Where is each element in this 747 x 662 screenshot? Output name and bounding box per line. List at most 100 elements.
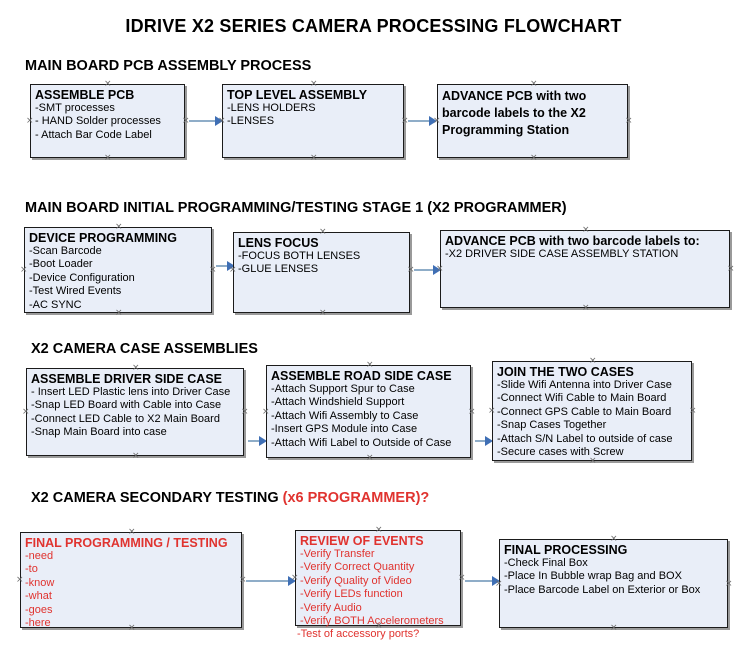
resize-handle-right[interactable] xyxy=(727,266,734,273)
resize-handle-left[interactable] xyxy=(22,409,29,416)
resize-handle-right[interactable] xyxy=(401,118,408,125)
arrow-icon xyxy=(429,116,437,126)
arrow-icon xyxy=(492,576,500,586)
box-review-of-events[interactable]: REVIEW OF EVENTS -Verify Transfer -Verif… xyxy=(295,527,461,640)
box-line: -X2 DRIVER SIDE CASE ASSEMBLY STATION xyxy=(445,248,679,260)
resize-handle-bottom[interactable] xyxy=(582,305,589,312)
section-heading-text: MAIN BOARD PCB ASSEMBLY PROCESS xyxy=(25,58,312,74)
resize-handle-right[interactable] xyxy=(182,118,189,125)
resize-handle-right[interactable] xyxy=(241,409,248,416)
box-line: -Verify Transfer xyxy=(300,548,375,560)
box-line: -Attach Wifi Assembly to Case xyxy=(271,409,419,422)
box-title: TOP LEVEL ASSEMBLY xyxy=(227,88,368,102)
resize-handle-top[interactable] xyxy=(132,365,139,372)
resize-handle-bottom[interactable] xyxy=(366,455,373,462)
box-line: -Scan Barcode xyxy=(29,245,102,257)
connector-final-programming-to-review-of-events xyxy=(246,580,291,582)
connector-road-case-to-join-cases xyxy=(475,440,489,442)
box-assemble-pcb[interactable]: ASSEMBLE PCB -SMT processes - HAND Solde… xyxy=(30,84,185,158)
resize-handle-top[interactable] xyxy=(366,362,373,369)
box-title: LENS FOCUS xyxy=(238,236,319,250)
box-title: FINAL PROCESSING xyxy=(504,543,628,557)
box-line: -Place In Bubble wrap Bag and BOX xyxy=(504,570,682,583)
page-title: IDRIVE X2 SERIES CAMERA PROCESSING FLOWC… xyxy=(125,16,622,36)
box-line: -LENS HOLDERS xyxy=(227,102,316,114)
box-line: -FOCUS BOTH LENSES xyxy=(238,250,361,262)
box-line: -Insert GPS Module into Case xyxy=(271,423,418,436)
box-line: -Connect Wifi Cable to Main Board xyxy=(497,392,667,405)
resize-handle-top[interactable] xyxy=(319,229,326,236)
box-assemble-driver-side-case[interactable]: ASSEMBLE DRIVER SIDE CASE - Insert LED P… xyxy=(26,368,244,456)
box-final-programming-testing[interactable]: FINAL PROGRAMMING / TESTING -need -to -k… xyxy=(20,529,242,629)
connector-driver-case-to-road-case xyxy=(248,440,263,442)
resize-handle-top[interactable] xyxy=(115,224,122,231)
resize-handle-right[interactable] xyxy=(725,581,732,588)
resize-handle-bottom[interactable] xyxy=(132,453,139,460)
box-line: -Snap Main Board into case xyxy=(31,426,167,439)
resize-handle-bottom[interactable] xyxy=(319,310,326,317)
box-title: ADVANCE PCB with two barcode labels to t… xyxy=(442,89,587,137)
box-line: -Verify BOTH Accelerometers xyxy=(300,615,444,628)
section-heading-main-board-initial-programming: MAIN BOARD INITIAL PROGRAMMING/TESTING S… xyxy=(25,200,567,216)
box-title: ASSEMBLE ROAD SIDE CASE xyxy=(271,369,452,383)
box-join-the-two-cases[interactable]: JOIN THE TWO CASES -Slide Wifi Antenna i… xyxy=(492,361,692,461)
box-advance-pcb-to-x2-programming-station[interactable]: ADVANCE PCB with two barcode labels to t… xyxy=(437,84,628,158)
box-line: -need xyxy=(25,550,54,562)
resize-handle-top[interactable] xyxy=(530,81,537,88)
resize-handle-bottom[interactable] xyxy=(104,155,111,162)
resize-handle-left[interactable] xyxy=(262,409,269,416)
resize-handle-right[interactable] xyxy=(468,409,475,416)
connector-lens-focus-to-advance-pcb xyxy=(414,269,435,271)
box-title: ASSEMBLE DRIVER SIDE CASE xyxy=(31,372,223,386)
box-line: -Verify Quality of Video xyxy=(300,574,412,587)
connector-review-of-events-to-final-processing xyxy=(465,580,495,582)
resize-handle-right[interactable] xyxy=(239,577,246,584)
resize-handle-bottom[interactable] xyxy=(310,155,317,162)
connector-assemble-pcb-to-top-level xyxy=(189,120,217,122)
arrow-icon xyxy=(433,265,441,275)
box-lens-focus[interactable]: LENS FOCUS -FOCUS BOTH LENSES -GLUE LENS… xyxy=(233,232,410,313)
connector-device-programming-to-lens-focus xyxy=(216,265,230,267)
resize-handle-bottom[interactable] xyxy=(530,155,537,162)
box-final-processing[interactable]: FINAL PROCESSING -Check Final Box -Place… xyxy=(499,539,728,628)
box-line: -Verify Audio xyxy=(300,601,362,614)
box-title: FINAL PROGRAMMING / TESTING xyxy=(25,536,228,550)
section-heading-text: X2 CAMERA CASE ASSEMBLIES xyxy=(31,341,258,357)
box-line: - Attach Bar Code Label xyxy=(35,128,152,141)
box-top-level-assembly[interactable]: TOP LEVEL ASSEMBLY -LENS HOLDERS -LENSES xyxy=(222,84,404,158)
resize-handle-right[interactable] xyxy=(209,267,216,274)
resize-handle-left[interactable] xyxy=(20,267,27,274)
resize-handle-right[interactable] xyxy=(458,575,465,582)
box-line: -Boot Loader xyxy=(29,258,93,271)
resize-handle-right[interactable] xyxy=(407,267,414,274)
resize-handle-left[interactable] xyxy=(16,577,23,584)
box-advance-pcb-to-driver-side-case-assembly[interactable]: ADVANCE PCB with two barcode labels to: … xyxy=(440,230,730,308)
resize-handle-top[interactable] xyxy=(128,529,135,536)
resize-handle-top[interactable] xyxy=(589,358,596,365)
box-assemble-road-side-case[interactable]: ASSEMBLE ROAD SIDE CASE -Attach Support … xyxy=(266,365,471,458)
box-device-programming[interactable]: DEVICE PROGRAMMING -Scan Barcode -Boot L… xyxy=(24,227,212,313)
arrow-icon xyxy=(227,261,235,271)
box-line: -Verify Correct Quantity xyxy=(300,561,415,574)
arrow-icon xyxy=(485,436,493,446)
section-heading-text: X2 CAMERA SECONDARY TESTING xyxy=(31,490,283,506)
resize-handle-top[interactable] xyxy=(104,81,111,88)
box-line: -Check Final Box xyxy=(504,557,588,569)
resize-handle-top[interactable] xyxy=(582,227,589,234)
box-line: - HAND Solder processes xyxy=(35,115,161,128)
section-heading-accent: (x6 PROGRAMMER)? xyxy=(282,490,430,506)
resize-handle-left[interactable] xyxy=(26,118,33,125)
resize-handle-top[interactable] xyxy=(310,81,317,88)
resize-handle-right[interactable] xyxy=(625,118,632,125)
resize-handle-bottom[interactable] xyxy=(610,625,617,632)
box-line: -Attach S/N Label to outside of case xyxy=(497,432,673,445)
box-line: -goes xyxy=(25,603,53,616)
box-line: - Insert LED Plastic lens into Driver Ca… xyxy=(31,386,231,398)
resize-handle-right[interactable] xyxy=(689,408,696,415)
box-line: -AC SYNC xyxy=(29,298,82,311)
resize-handle-top[interactable] xyxy=(610,536,617,543)
resize-handle-top[interactable] xyxy=(375,527,382,534)
resize-handle-left[interactable] xyxy=(488,408,495,415)
box-line: -Connect LED Cable to X2 Main Board xyxy=(31,412,220,425)
